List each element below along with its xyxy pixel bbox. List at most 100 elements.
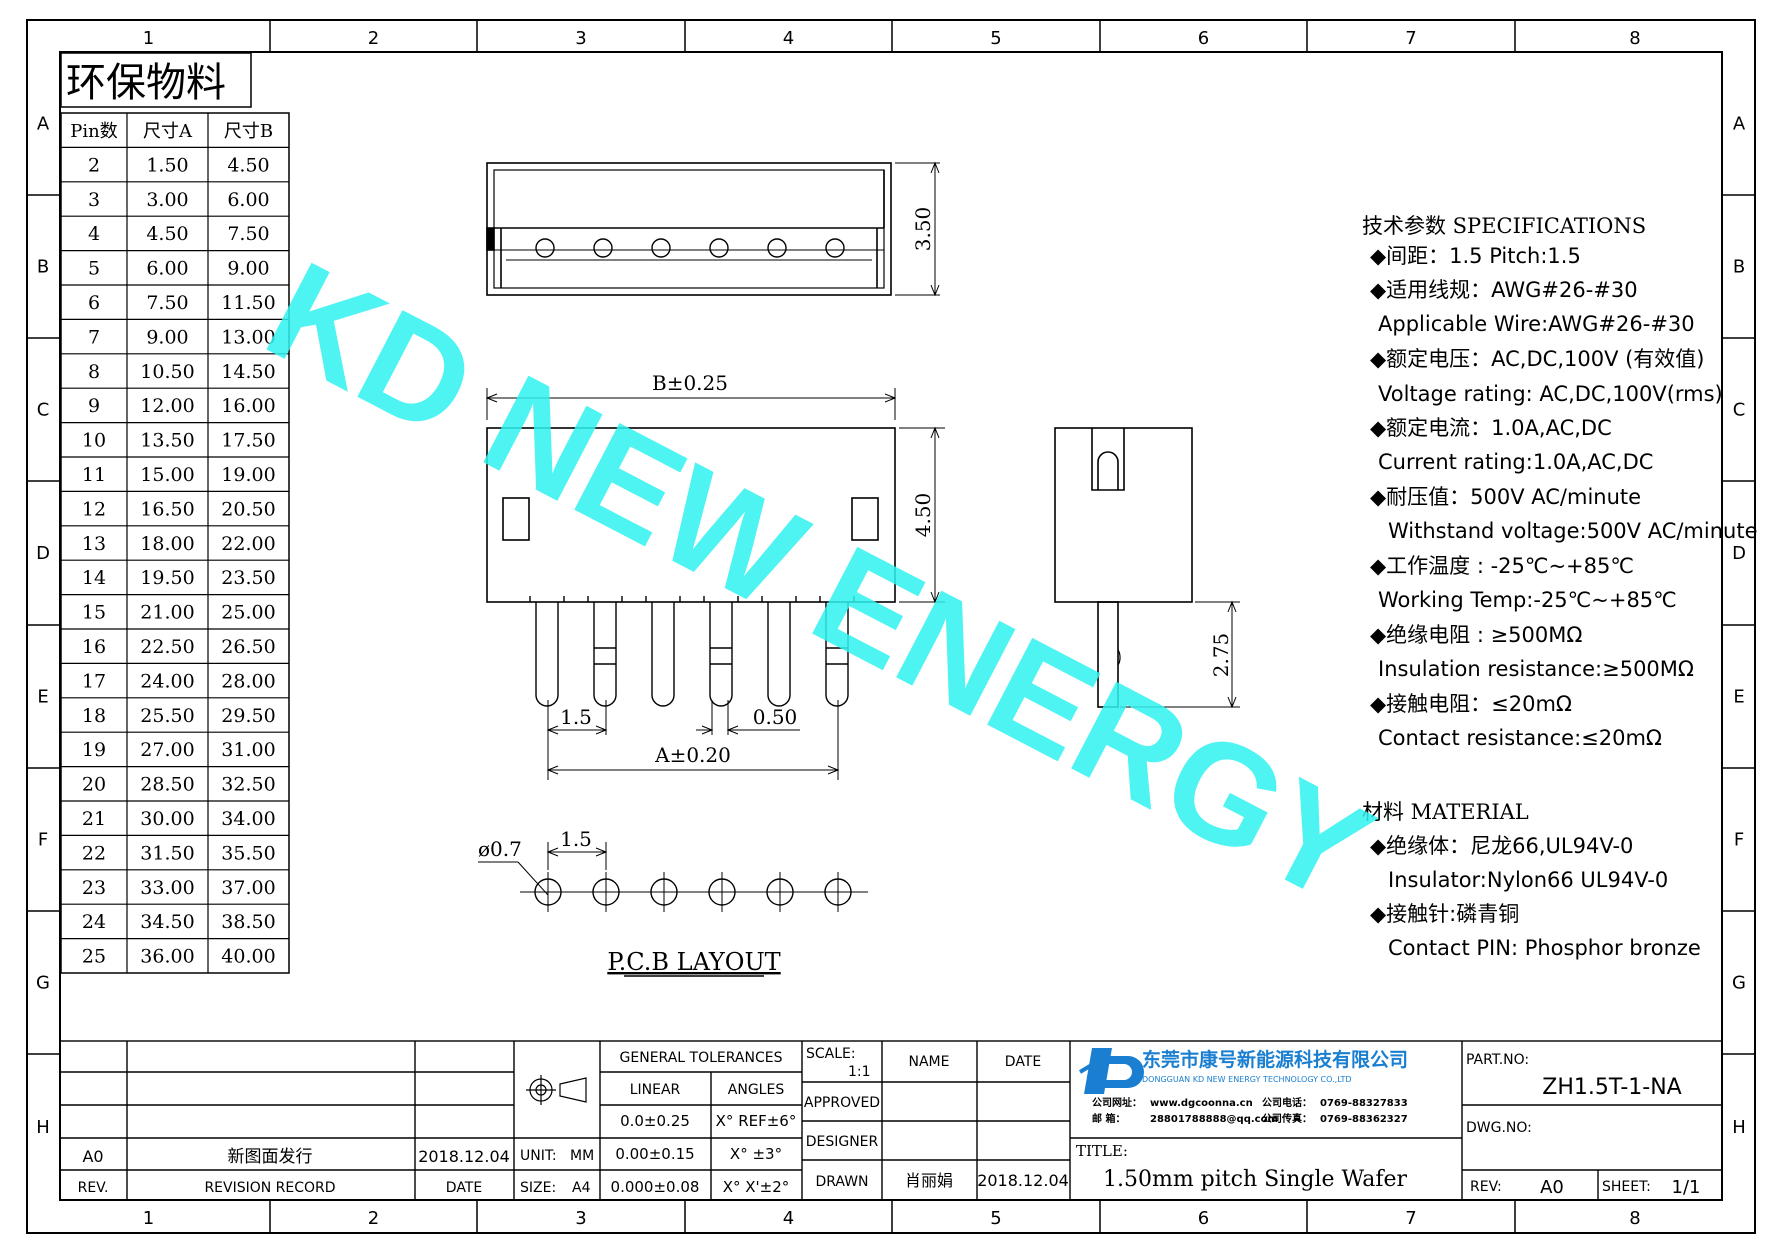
- tolerance-linear-3: 0.000±0.08: [611, 1178, 700, 1196]
- revision-value: A0: [82, 1147, 103, 1166]
- dim-hole-diameter: ø0.7: [478, 837, 522, 861]
- dim-pin-width: 0.50: [753, 705, 798, 729]
- part-no: ZH1.5T-1-NA: [1542, 1075, 1681, 1100]
- top-hole: [767, 238, 787, 258]
- grid-row-label: A: [1733, 114, 1746, 135]
- spec-line: Withstand voltage:500V AC/minute: [1388, 519, 1758, 543]
- grid-col-label: 7: [1405, 28, 1416, 49]
- dim-pcb-pitch: 1.5: [560, 827, 592, 851]
- dim-pitch: 1.5: [560, 705, 592, 729]
- table-cell: 7.50: [227, 223, 269, 245]
- table-cell: 20: [82, 774, 106, 796]
- drawn-name: 肖丽娟: [905, 1171, 953, 1190]
- spec-line: ◆绝缘电阻 : ≥500MΩ: [1370, 623, 1582, 647]
- table-cell: 19: [82, 739, 106, 761]
- table-cell: 12: [82, 498, 106, 520]
- scale-label: SCALE:: [806, 1046, 856, 1062]
- company-block: 东莞市康号新能源科技有限公司 DONGGUAN KD NEW ENERGY TE…: [1076, 1048, 1408, 1192]
- drawn-label: DRAWN: [815, 1174, 868, 1190]
- table-cell: 4.50: [227, 154, 269, 176]
- material-line: ◆绝缘体：尼龙66,UL94V-0: [1370, 834, 1633, 858]
- top-hole: [535, 238, 555, 258]
- table-cell: 30.00: [140, 808, 194, 830]
- spec-line: ◆工作温度 : -25℃~+85℃: [1370, 554, 1634, 578]
- table-cell: 18.00: [140, 533, 194, 555]
- material-label: 环保物料: [66, 60, 226, 106]
- revision-record-label: REVISION RECORD: [204, 1180, 335, 1196]
- revision-area: A0 新图面发行 2018.12.04 REV. REVISION RECORD…: [78, 1147, 510, 1196]
- tolerance-table: GENERAL TOLERANCES LINEAR ANGLES 0.0±0.2…: [611, 1050, 797, 1196]
- grid-ticks: [27, 20, 1755, 1233]
- material-label-box: [60, 52, 252, 108]
- table-cell: 38.50: [221, 911, 275, 933]
- spec-line: ◆接触电阻：≤20mΩ: [1370, 692, 1572, 716]
- table-cell: 25: [82, 946, 106, 968]
- tolerance-angle-3: X° X'±2°: [723, 1178, 790, 1196]
- grid-col-label: 6: [1198, 28, 1209, 49]
- dimension-front-height: [899, 426, 945, 604]
- grid-col-label: 8: [1629, 1208, 1640, 1229]
- table-cell: 15: [82, 602, 106, 624]
- front-pin: [825, 602, 849, 707]
- top-hole: [651, 238, 671, 258]
- grid-row-label: F: [38, 830, 48, 851]
- table-cell: 23.50: [221, 567, 275, 589]
- specs-heading: 技术参数 SPECIFICATIONS: [1362, 214, 1646, 238]
- website-label: 公司网址：: [1092, 1096, 1142, 1109]
- sheet-value: 1/1: [1672, 1177, 1701, 1198]
- table-cell: 34.00: [221, 808, 275, 830]
- table-cell: 6.00: [146, 258, 188, 280]
- table-cell: 3: [88, 189, 100, 211]
- company-name-cn: 东莞市康号新能源科技有限公司: [1142, 1048, 1408, 1071]
- table-cell: 11.50: [221, 292, 275, 314]
- table-cell: 2: [88, 154, 100, 176]
- grid-row-label: C: [37, 400, 50, 421]
- table-cell: 16.00: [221, 395, 275, 417]
- top-view: [486, 162, 892, 296]
- grid-row-label: D: [36, 543, 50, 564]
- grid-col-label: 2: [368, 28, 379, 49]
- fax-label: 公司传真：: [1262, 1112, 1312, 1125]
- table-cell: 17: [82, 670, 106, 692]
- grid-row-label: E: [37, 687, 48, 708]
- table-cell: 24.00: [140, 670, 194, 692]
- table-cell: 28.50: [140, 774, 194, 796]
- front-pin: [535, 602, 559, 707]
- dim-a-width: A±0.20: [654, 743, 731, 767]
- designer-label: DESIGNER: [806, 1134, 879, 1150]
- revision-date: 2018.12.04: [418, 1147, 510, 1166]
- dimension-pitch-and-a: [546, 700, 840, 780]
- table-cell: 29.50: [221, 705, 275, 727]
- dim-front-height: 4.50: [911, 493, 935, 538]
- title-label: TITLE:: [1076, 1142, 1128, 1160]
- sheet-label: SHEET:: [1602, 1179, 1651, 1195]
- drawn-date: 2018.12.04: [977, 1171, 1069, 1190]
- grid-row-label: A: [37, 114, 50, 135]
- specs-list: ◆间距：1.5 Pitch:1.5◆适用线规：AWG#26-#30Applica…: [1370, 244, 1758, 750]
- table-cell: 23: [82, 877, 106, 899]
- rev2-value: A0: [1540, 1177, 1564, 1198]
- spec-line: Working Temp:-25℃~+85℃: [1378, 588, 1677, 612]
- table-cell: 21: [82, 808, 106, 830]
- spec-line: Applicable Wire:AWG#26-#30: [1378, 312, 1695, 336]
- table-cell: 6.00: [227, 189, 269, 211]
- email-label: 邮 箱：: [1092, 1112, 1125, 1125]
- table-cell: 3.00: [146, 189, 188, 211]
- table-cell: 32.50: [221, 774, 275, 796]
- table-cell: 33.00: [140, 877, 194, 899]
- table-cell: 21.00: [140, 602, 194, 624]
- size-label: SIZE:: [520, 1180, 556, 1196]
- table-cell: 11: [82, 464, 106, 486]
- phone: 0769-88327833: [1320, 1098, 1408, 1109]
- grid-col-label: 2: [368, 1208, 379, 1229]
- grid-row-label: H: [1732, 1117, 1746, 1138]
- spec-line: ◆适用线规：AWG#26-#30: [1370, 278, 1638, 302]
- table-cell: 31.00: [221, 739, 275, 761]
- dimension-pcb-pitch: [478, 842, 608, 896]
- dim-b-width: B±0.25: [652, 371, 728, 395]
- company-logo: [1078, 1048, 1144, 1094]
- table-cell: 16: [82, 636, 106, 658]
